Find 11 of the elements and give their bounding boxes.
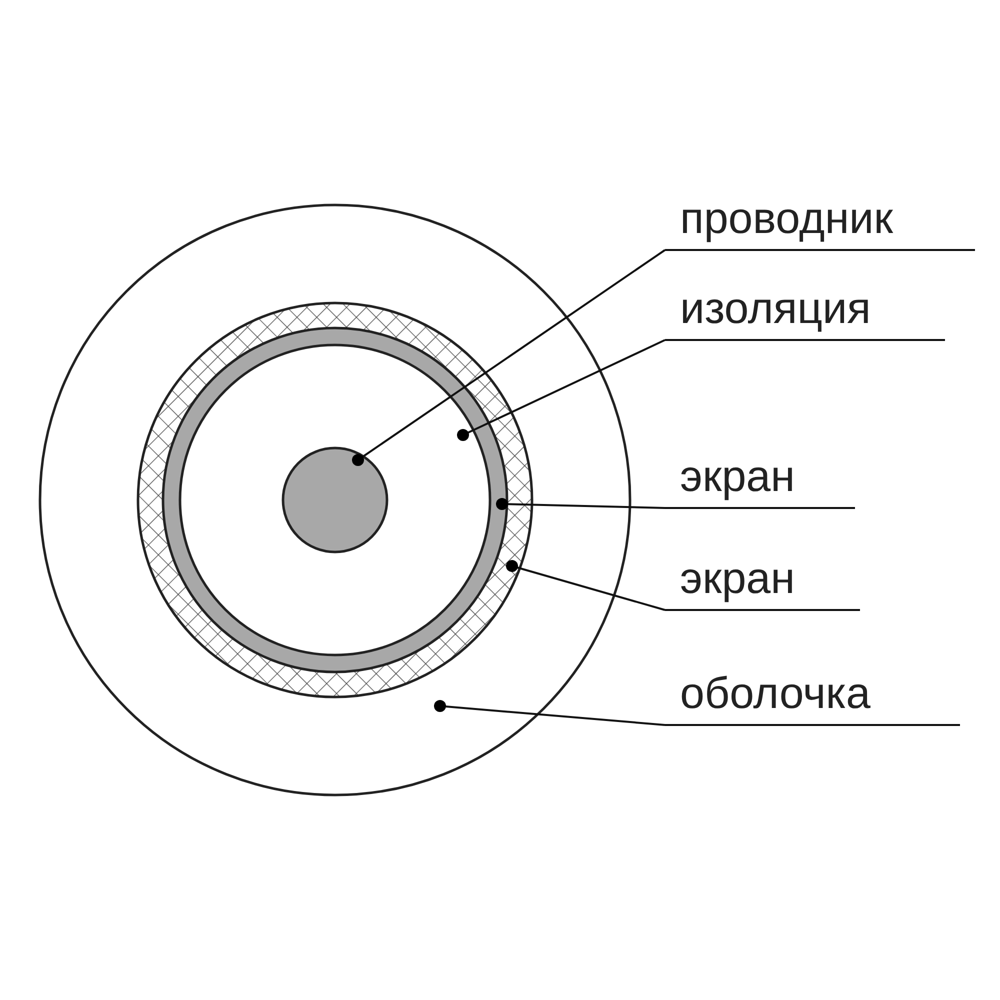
conductor-disc <box>282 446 388 554</box>
part-label: изоляция <box>665 283 945 341</box>
part-label: проводник <box>665 195 975 251</box>
part-label: экран <box>665 553 860 611</box>
part-label: оболочка <box>665 668 960 726</box>
leader-line <box>352 249 666 466</box>
leader-line <box>457 339 666 441</box>
part-label: экран <box>665 450 855 509</box>
leader-line <box>496 498 666 510</box>
leader-line <box>506 560 666 611</box>
leader-line <box>434 700 666 726</box>
